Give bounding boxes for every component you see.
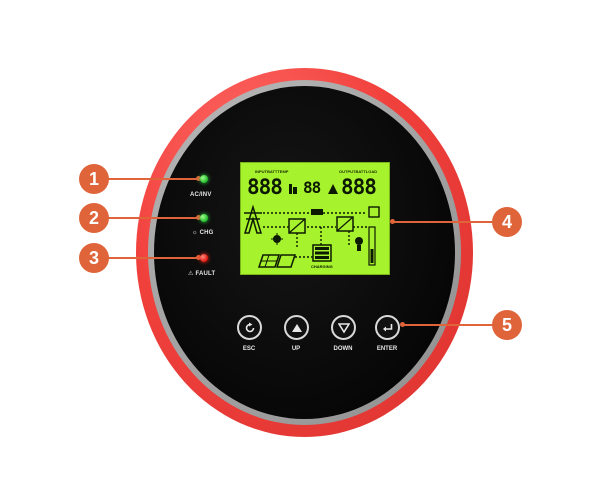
lcd-triangle-icon bbox=[328, 184, 338, 194]
callout-badge-1: 1 bbox=[79, 164, 109, 194]
sun-icon: ☼ bbox=[192, 230, 200, 236]
callout-number: 4 bbox=[501, 211, 512, 232]
refresh-icon bbox=[245, 322, 254, 332]
callout-leader-dot-1 bbox=[196, 176, 201, 181]
esc-label: ESC bbox=[242, 346, 256, 352]
callout-badge-3: 3 bbox=[79, 243, 109, 273]
down-label: DOWN bbox=[333, 346, 353, 352]
lcd-input-label: INPUTBATTTEMP bbox=[255, 169, 289, 174]
callout-leader-dot-4 bbox=[390, 219, 395, 224]
dc-ac-converter-icon bbox=[336, 216, 354, 232]
callout-leader-dot-3 bbox=[196, 255, 201, 260]
enter-button[interactable] bbox=[375, 315, 400, 340]
up-label: UP bbox=[291, 346, 301, 352]
esc-button[interactable] bbox=[237, 315, 262, 340]
lcd-output-label: OUTPUTBATTLOAD bbox=[339, 169, 378, 174]
load-status-icon bbox=[368, 206, 380, 218]
load-level-icon bbox=[368, 226, 376, 266]
down-button[interactable] bbox=[331, 315, 356, 340]
load-bulb-icon bbox=[355, 237, 363, 251]
enter-icon bbox=[382, 323, 392, 331]
fault-label: ⚠ FAULT bbox=[188, 270, 215, 277]
ac-inv-label: AC/INV bbox=[190, 192, 212, 198]
ac-inv-led bbox=[200, 175, 208, 183]
lcd-output-value: 888 bbox=[341, 175, 377, 199]
sun-icon bbox=[271, 233, 283, 245]
callout-badge-5: 5 bbox=[492, 310, 522, 340]
grid-tower-icon bbox=[243, 205, 263, 234]
callout-leader-1 bbox=[108, 178, 198, 180]
callout-leader-2 bbox=[108, 217, 198, 219]
callout-leader-4 bbox=[392, 221, 493, 223]
callout-badge-2: 2 bbox=[79, 203, 109, 233]
chg-led bbox=[200, 214, 208, 222]
ac-inv-text: AC/INV bbox=[190, 192, 212, 198]
fault-text: FAULT bbox=[195, 271, 216, 277]
callout-number: 1 bbox=[88, 168, 99, 189]
chg-label: ☼ CHG bbox=[192, 230, 214, 236]
warning-icon: ⚠ bbox=[188, 271, 196, 277]
callout-leader-3 bbox=[108, 257, 198, 259]
callout-leader-dot-2 bbox=[196, 215, 201, 220]
callout-number: 3 bbox=[88, 247, 99, 268]
fault-led bbox=[200, 254, 208, 262]
battery-icon bbox=[312, 244, 332, 262]
lcd-power-flow-diagram bbox=[243, 205, 380, 268]
arrow-down-icon bbox=[337, 322, 350, 334]
arrow-up-icon bbox=[291, 323, 302, 332]
lcd-display: INPUTBATTTEMP OUTPUTBATTLOAD 888 88 888 bbox=[240, 162, 390, 275]
callout-number: 2 bbox=[88, 207, 99, 228]
up-button[interactable] bbox=[284, 315, 309, 340]
solar-panel-icon bbox=[257, 254, 297, 268]
callout-number: 5 bbox=[501, 314, 512, 335]
ac-dc-converter-icon bbox=[288, 218, 306, 234]
lcd-charging-label: CHARGING bbox=[311, 264, 333, 269]
callout-leader-5 bbox=[402, 324, 493, 326]
callout-leader-dot-5 bbox=[400, 322, 405, 327]
lcd-input-value: 888 bbox=[247, 175, 283, 199]
chg-text: CHG bbox=[199, 230, 214, 236]
lcd-unit-icon bbox=[289, 184, 297, 194]
callout-badge-4: 4 bbox=[492, 207, 522, 237]
lcd-center-value: 88 bbox=[303, 178, 321, 197]
enter-label: ENTER bbox=[376, 346, 398, 352]
